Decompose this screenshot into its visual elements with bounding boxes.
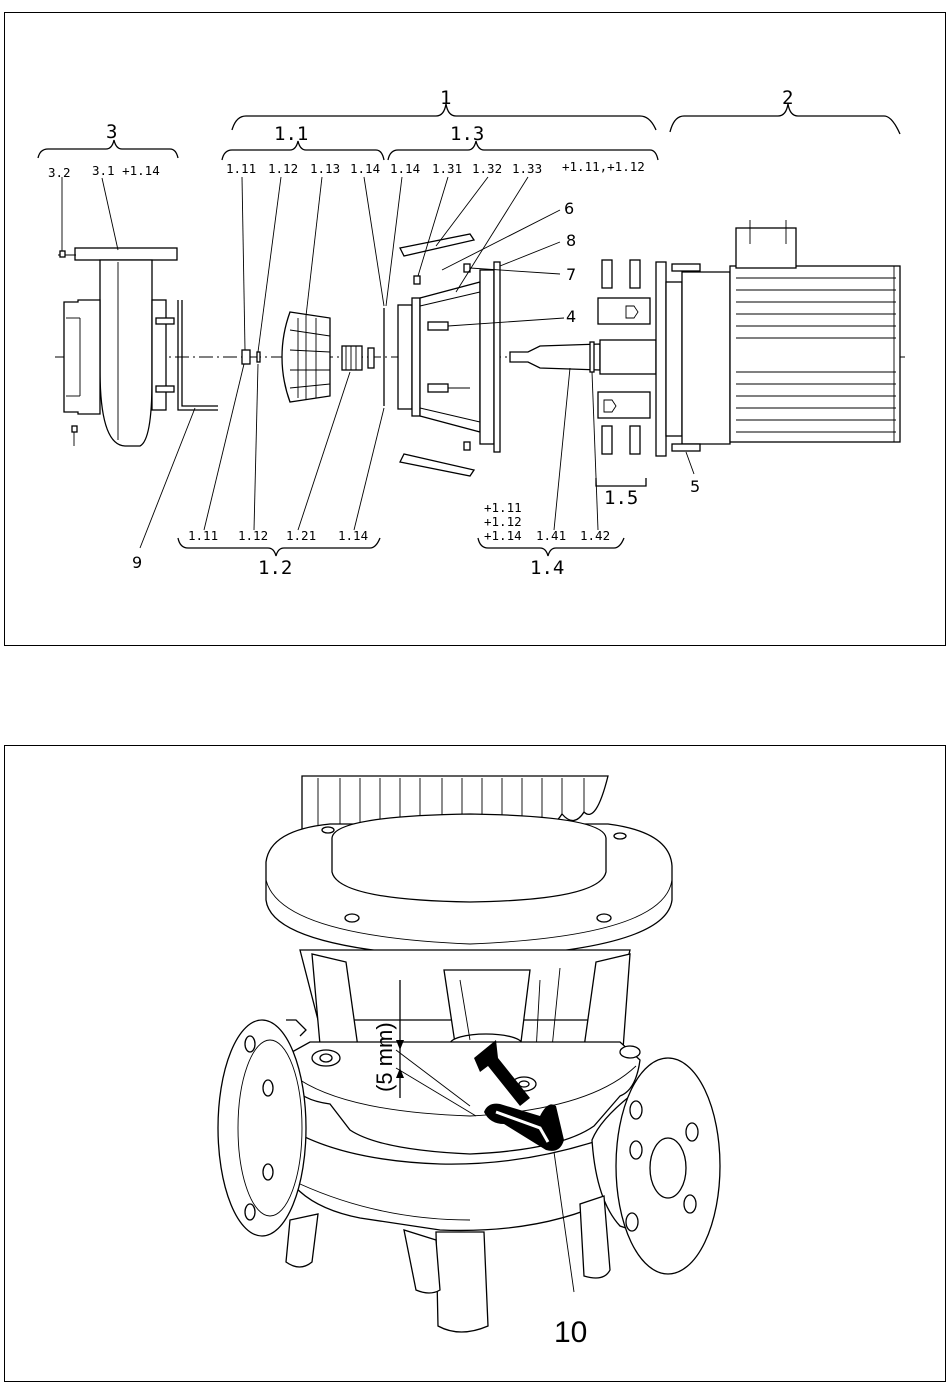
callout-4: 4 xyxy=(566,307,576,326)
group-label-2: 2 xyxy=(782,87,793,109)
label-1-41: 1.41 xyxy=(536,528,566,543)
label-3-1: 3.1 +1.14 xyxy=(92,163,160,178)
label-plus-1-11-1-12: +1.11,+1.12 xyxy=(562,159,645,174)
exploded-view-diagram: 1 2 3 1.1 1.3 1.2 1.4 1.5 3.2 3.1 +1.14 … xyxy=(0,0,950,660)
label-1-21: 1.21 xyxy=(286,528,316,543)
label-1-12-top: 1.12 xyxy=(268,161,298,176)
callout-9: 9 xyxy=(132,553,142,572)
label-3-2: 3.2 xyxy=(48,165,71,180)
group-label-1-5: 1.5 xyxy=(604,487,638,509)
group-label-3: 3 xyxy=(106,121,117,143)
label-1-32: 1.32 xyxy=(472,161,502,176)
callout-5: 5 xyxy=(690,477,700,496)
label-plus-1-12: +1.12 xyxy=(484,514,522,529)
callout-6: 6 xyxy=(564,199,574,218)
impeller xyxy=(282,177,330,402)
label-1-33: 1.33 xyxy=(512,161,542,176)
group-label-1: 1 xyxy=(440,87,451,109)
motor xyxy=(598,220,900,474)
label-plus-1-11: +1.11 xyxy=(484,500,522,515)
label-1-14-top-a: 1.14 xyxy=(350,161,380,176)
lantern-bracket xyxy=(398,177,564,476)
group-label-1-3: 1.3 xyxy=(450,123,484,145)
label-1-11-top: 1.11 xyxy=(226,161,256,176)
impeller-nut xyxy=(204,177,281,530)
callout-8: 8 xyxy=(566,231,576,250)
group-label-1-4: 1.4 xyxy=(530,557,564,579)
label-1-13-top: 1.13 xyxy=(310,161,340,176)
label-1-14-bottom: 1.14 xyxy=(338,528,368,543)
label-1-31: 1.31 xyxy=(432,161,462,176)
group-label-1-2: 1.2 xyxy=(258,557,292,579)
label-1-11-bottom: 1.11 xyxy=(188,528,218,543)
pump-casing xyxy=(58,177,177,446)
label-plus-1-14: +1.14 xyxy=(484,528,522,543)
pump-detail-frame xyxy=(4,745,946,1382)
shaft xyxy=(510,342,600,530)
callout-7: 7 xyxy=(566,265,576,284)
label-1-12-bottom: 1.12 xyxy=(238,528,268,543)
label-1-14-top-b: 1.14 xyxy=(390,161,420,176)
group-label-1-1: 1.1 xyxy=(274,123,308,145)
label-1-42: 1.42 xyxy=(580,528,610,543)
